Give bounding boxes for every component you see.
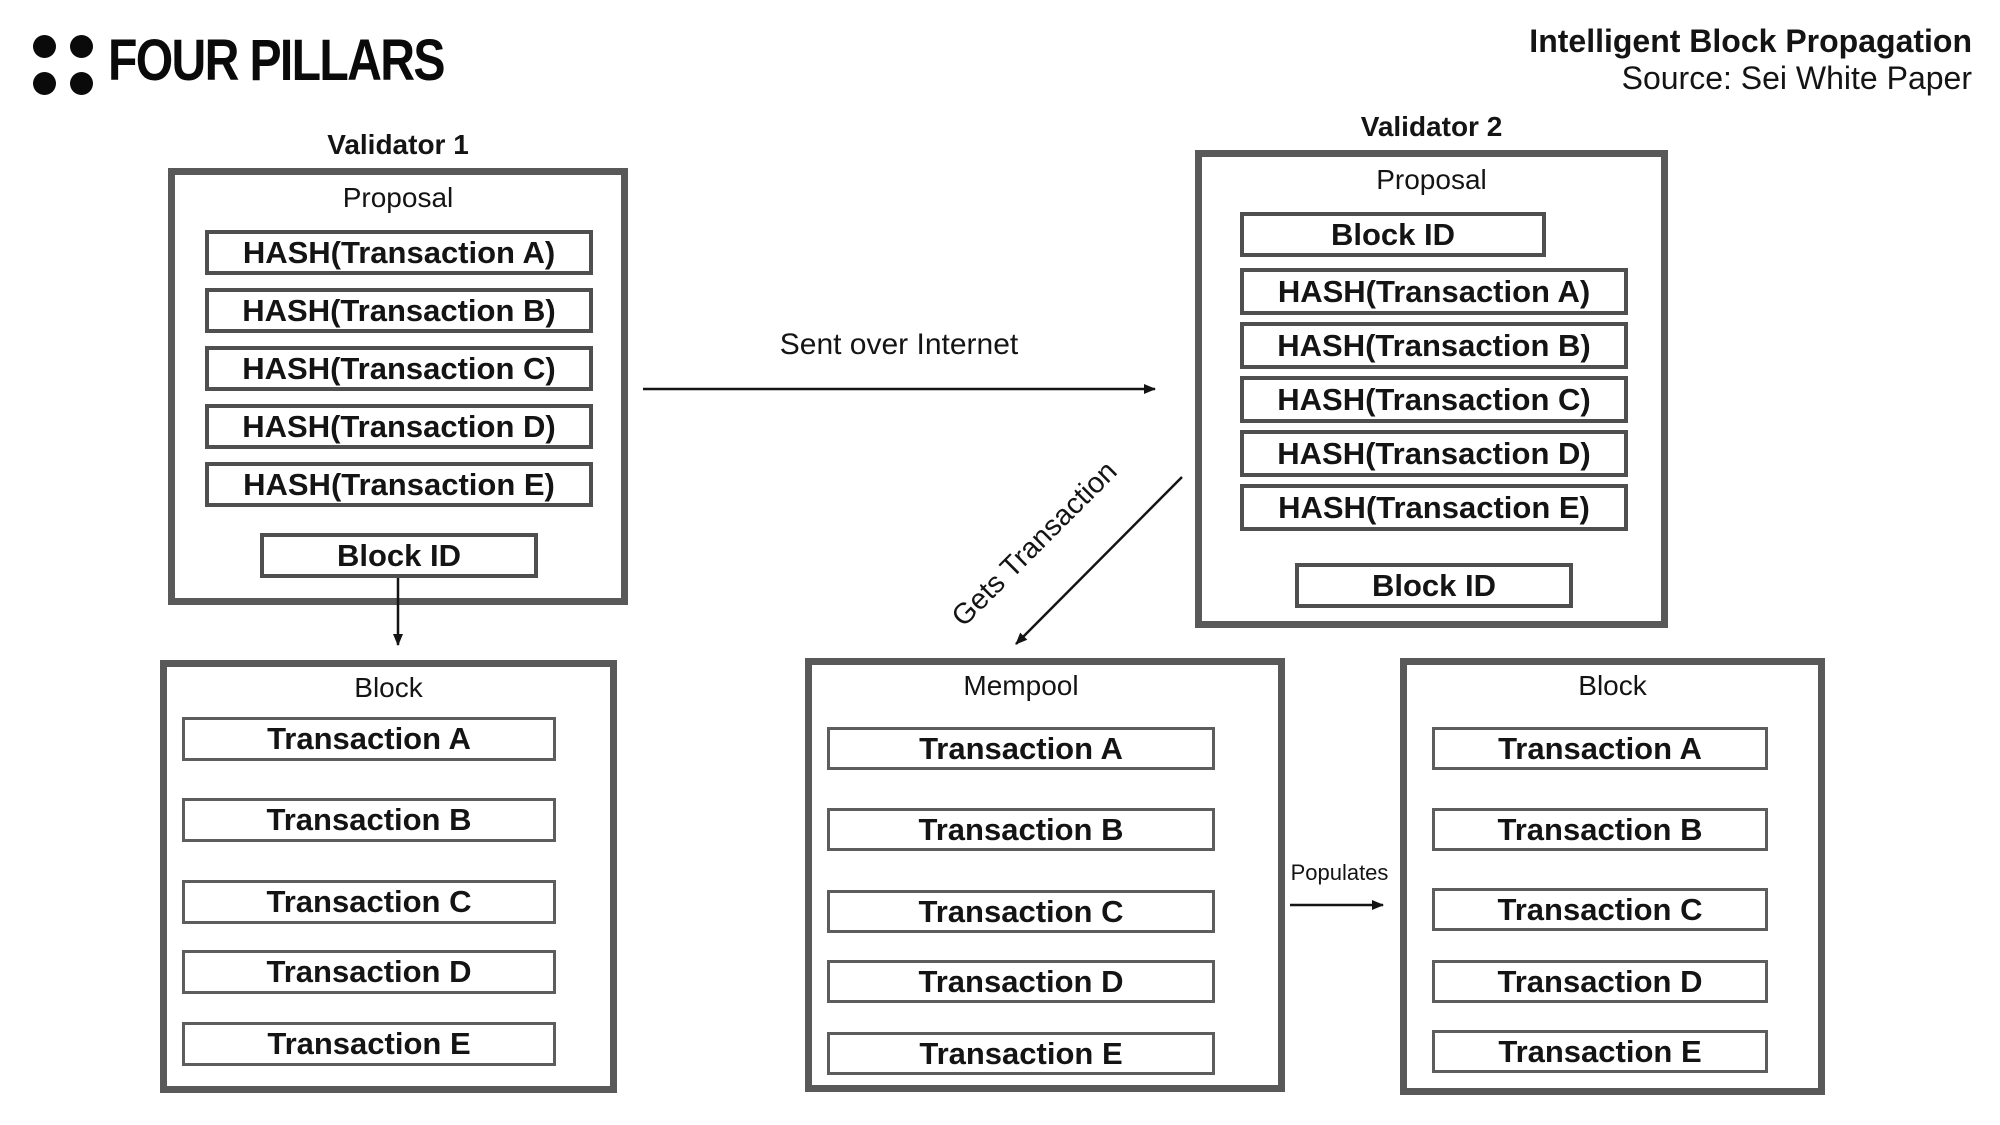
validator2-hash-item: HASH(Transaction B)	[1240, 322, 1628, 369]
block-right-transaction: Transaction E	[1432, 1030, 1768, 1073]
block-right-transaction: Transaction D	[1432, 960, 1768, 1003]
validator2-proposal-label: Proposal	[1376, 164, 1487, 195]
mempool-transaction: Transaction D	[827, 960, 1215, 1003]
block-left-transaction: Transaction A	[182, 717, 556, 761]
validator2-block-id-top: Block ID	[1240, 212, 1546, 257]
validator1-hash-item: HASH(Transaction D)	[205, 404, 593, 449]
validator2-hash-item: HASH(Transaction D)	[1240, 430, 1628, 477]
sent-over-internet-label: Sent over Internet	[779, 328, 1019, 361]
logo-dot-icon	[70, 72, 93, 95]
block-left-transaction: Transaction D	[182, 950, 556, 994]
validator2-block-id-bottom: Block ID	[1295, 563, 1573, 608]
validator1-hash-item: HASH(Transaction B)	[205, 288, 593, 333]
block-left-label: Block	[354, 672, 423, 703]
block-left-transaction: Transaction E	[182, 1022, 556, 1066]
header-right: Intelligent Block Propagation Source: Se…	[1529, 22, 1972, 96]
mempool-transaction: Transaction A	[827, 727, 1215, 770]
validator1-hash-item: HASH(Transaction A)	[205, 230, 593, 275]
block-left-transaction: Transaction B	[182, 798, 556, 842]
block-right-transaction: Transaction A	[1432, 727, 1768, 770]
logo-wordmark: FOUR PILLARS	[108, 28, 445, 93]
logo-dot-icon	[70, 35, 93, 58]
block-right-transaction: Transaction B	[1432, 808, 1768, 851]
validator1-title: Validator 1	[327, 129, 469, 160]
validator1-hash-item: HASH(Transaction C)	[205, 346, 593, 391]
block-left-transaction: Transaction C	[182, 880, 556, 924]
populates-label: Populates	[1290, 860, 1389, 885]
validator2-title: Validator 2	[1360, 111, 1503, 142]
validator1-proposal-label: Proposal	[342, 182, 454, 213]
mempool-transaction: Transaction E	[827, 1032, 1215, 1075]
block-right-label: Block	[1578, 670, 1647, 701]
validator2-hash-item: HASH(Transaction A)	[1240, 268, 1628, 315]
mempool-transaction: Transaction C	[827, 890, 1215, 933]
mempool-label: Mempool	[963, 670, 1079, 701]
page-title: Intelligent Block Propagation	[1529, 23, 1972, 59]
mempool-box	[805, 658, 1285, 1092]
validator2-hash-item: HASH(Transaction E)	[1240, 484, 1628, 531]
validator1-block-id: Block ID	[260, 533, 538, 578]
logo-dot-icon	[33, 72, 56, 95]
mempool-transaction: Transaction B	[827, 808, 1215, 851]
validator1-hash-item: HASH(Transaction E)	[205, 462, 593, 507]
source-credit: Source: Sei White Paper	[1621, 60, 1972, 96]
logo-dot-icon	[33, 35, 56, 58]
gets-transaction-label: Gets Transaction	[945, 455, 1124, 633]
block-right-transaction: Transaction C	[1432, 888, 1768, 931]
validator2-hash-item: HASH(Transaction C)	[1240, 376, 1628, 423]
